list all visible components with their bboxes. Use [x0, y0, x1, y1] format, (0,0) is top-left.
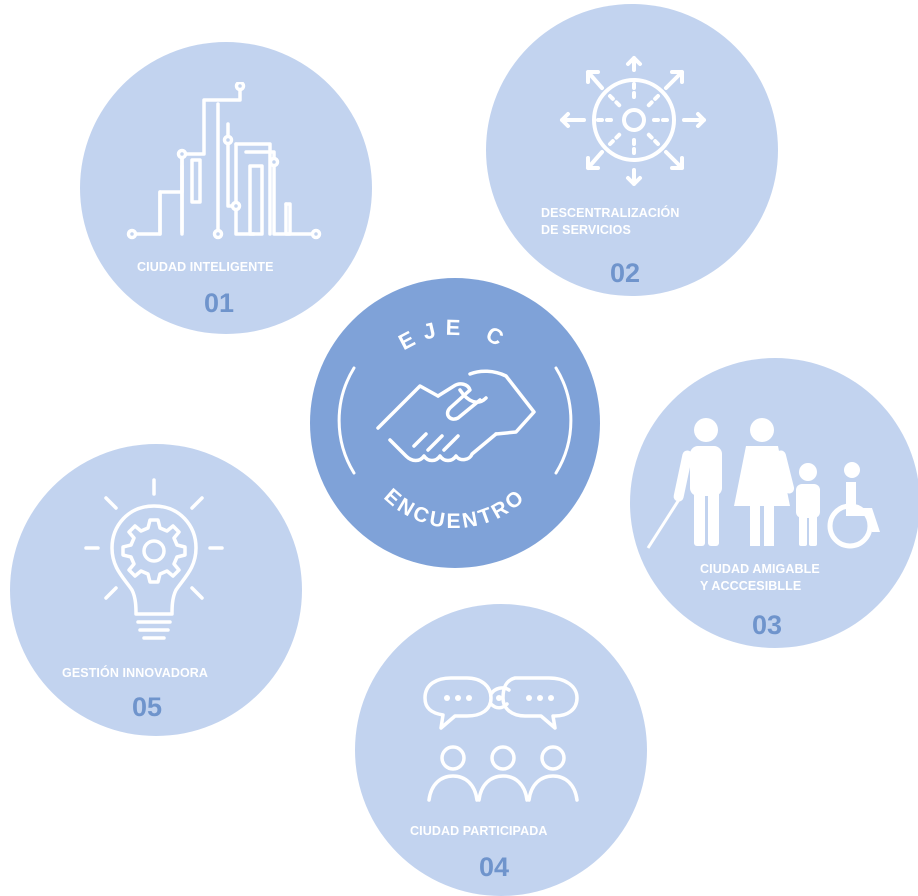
- axis-01-circle: CIUDAD INTELIGENTE 01: [80, 42, 372, 334]
- center-left-bracket: [337, 366, 356, 475]
- center-right-bracket: [554, 366, 573, 475]
- smart-city-icon: [126, 82, 322, 240]
- axis-02-label-line2: DE SERVICIOS: [541, 223, 631, 237]
- axis-03-label-line1: CIUDAD AMIGABLE: [700, 562, 820, 576]
- center-bottom-text: ENCUENTRO: [380, 484, 531, 533]
- axis-02-label-line1: DESCENTRALIZACIÓN: [541, 206, 680, 220]
- accessibility-people-icon: [646, 418, 880, 549]
- axis-05-circle: GESTIÓN INNOVADORA 05: [10, 444, 302, 736]
- decentralization-icon: [560, 56, 706, 186]
- axis-03-label-line2: Y ACCCESIBLLE: [700, 579, 802, 593]
- axis-05-label: GESTIÓN INNOVADORA: [62, 666, 209, 680]
- axis-04-label: CIUDAD PARTICIPADA: [410, 824, 548, 838]
- axis-03-circle: CIUDAD AMIGABLE Y ACCCESIBLLE 03: [630, 358, 918, 648]
- handshake-icon: [376, 369, 536, 463]
- axis-02-circle: DESCENTRALIZACIÓN DE SERVICIOS 02: [486, 4, 778, 296]
- axis-03-number: 03: [752, 610, 783, 640]
- axis-05-number: 05: [132, 692, 163, 722]
- axis-02-number: 02: [610, 258, 641, 288]
- axis-04-number: 04: [479, 852, 510, 882]
- innovation-bulb-icon: [84, 478, 224, 640]
- axis-04-circle: CIUDAD PARTICIPADA 04: [355, 604, 647, 896]
- center-graphic: EJE C ENCUENTRO: [337, 315, 573, 533]
- center-top-text: EJE C: [394, 315, 515, 355]
- axis-01-number: 01: [204, 288, 235, 318]
- center-circle: EJE C ENCUENTRO: [310, 278, 600, 568]
- axis-01-label: CIUDAD INTELIGENTE: [137, 260, 274, 274]
- participation-icon: [423, 676, 579, 802]
